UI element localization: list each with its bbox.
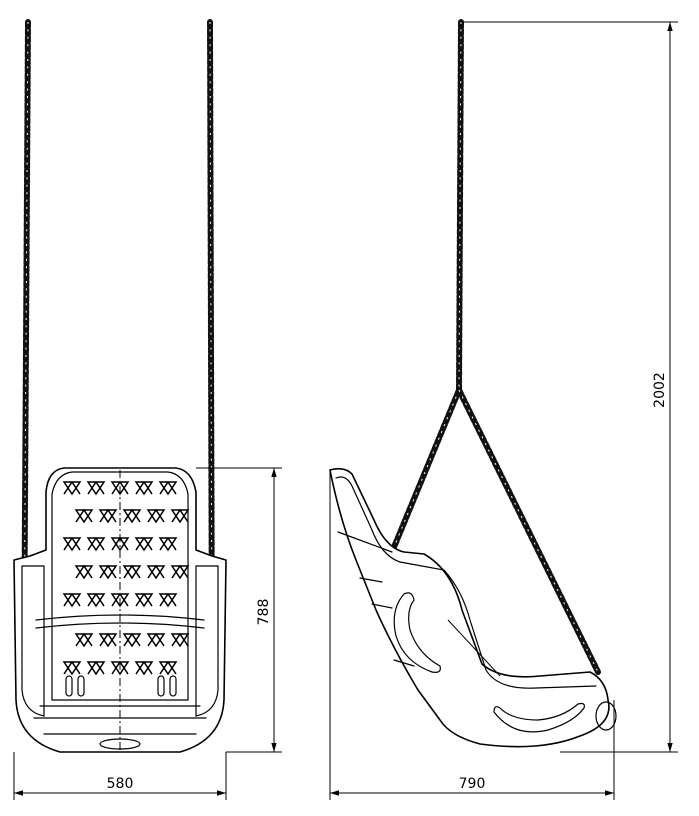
front-height-dimension-label: 788 bbox=[256, 599, 272, 626]
side-view bbox=[329, 19, 617, 748]
pattern-cell bbox=[158, 660, 178, 676]
pattern-cell bbox=[62, 536, 82, 552]
pattern-cell bbox=[146, 632, 166, 648]
pattern-cell bbox=[170, 508, 190, 524]
side-lower-handle bbox=[493, 702, 585, 733]
pattern-cell bbox=[158, 480, 178, 496]
pattern-cell bbox=[74, 632, 94, 648]
front-height-dimension: 788 bbox=[196, 467, 282, 753]
front-drain-hole bbox=[99, 738, 141, 750]
pattern-cell bbox=[134, 660, 154, 676]
pattern-cell bbox=[170, 564, 190, 580]
pattern-cell bbox=[110, 480, 130, 496]
pattern-cell bbox=[146, 564, 166, 580]
pattern-cell bbox=[62, 592, 82, 608]
side-chain-rear bbox=[456, 387, 601, 675]
side-seat-edge bbox=[337, 531, 415, 667]
pattern-cell bbox=[110, 592, 130, 608]
depth-dimension-label: 790 bbox=[459, 776, 486, 792]
total-height-dimension-label: 2002 bbox=[652, 372, 668, 408]
pattern-cell bbox=[158, 592, 178, 608]
pattern-cell bbox=[134, 592, 154, 608]
pattern-cell bbox=[62, 660, 82, 676]
pattern-cell bbox=[110, 660, 130, 676]
front-harness-bar bbox=[35, 614, 205, 629]
front-left-wing bbox=[21, 565, 45, 717]
pattern-cell bbox=[74, 564, 94, 580]
pattern-cell bbox=[158, 536, 178, 552]
pattern-cell bbox=[98, 564, 118, 580]
front-back-pattern bbox=[62, 480, 190, 676]
side-chain-front bbox=[389, 387, 462, 555]
width-dimension-label: 580 bbox=[107, 776, 134, 792]
pattern-cell bbox=[62, 480, 82, 496]
side-panel-line bbox=[447, 619, 501, 677]
pattern-cell bbox=[146, 508, 166, 524]
depth-dimension: 790 bbox=[329, 470, 615, 800]
pattern-cell bbox=[86, 592, 106, 608]
total-height-dimension: 2002 bbox=[461, 21, 678, 753]
front-right-wing bbox=[195, 565, 219, 717]
pattern-cell bbox=[86, 536, 106, 552]
side-seat-shell bbox=[329, 467, 610, 748]
front-seat-back bbox=[51, 471, 189, 701]
front-lower-slots bbox=[65, 675, 177, 697]
side-upper-handle bbox=[393, 592, 441, 673]
side-seat-inner bbox=[335, 476, 597, 689]
front-view bbox=[13, 19, 227, 753]
pattern-cell bbox=[98, 508, 118, 524]
pattern-cell bbox=[74, 508, 94, 524]
side-base-foot bbox=[595, 701, 617, 731]
pattern-cell bbox=[86, 480, 106, 496]
pattern-cell bbox=[98, 632, 118, 648]
pattern-cell bbox=[134, 480, 154, 496]
side-chain-top bbox=[456, 19, 464, 393]
width-dimension: 580 bbox=[13, 752, 227, 800]
pattern-cell bbox=[170, 632, 190, 648]
pattern-cell bbox=[122, 508, 142, 524]
pattern-cell bbox=[122, 632, 142, 648]
pattern-cell bbox=[86, 660, 106, 676]
pattern-cell bbox=[122, 564, 142, 580]
front-base-rim bbox=[33, 705, 207, 735]
pattern-cell bbox=[110, 536, 130, 552]
pattern-cell bbox=[134, 536, 154, 552]
